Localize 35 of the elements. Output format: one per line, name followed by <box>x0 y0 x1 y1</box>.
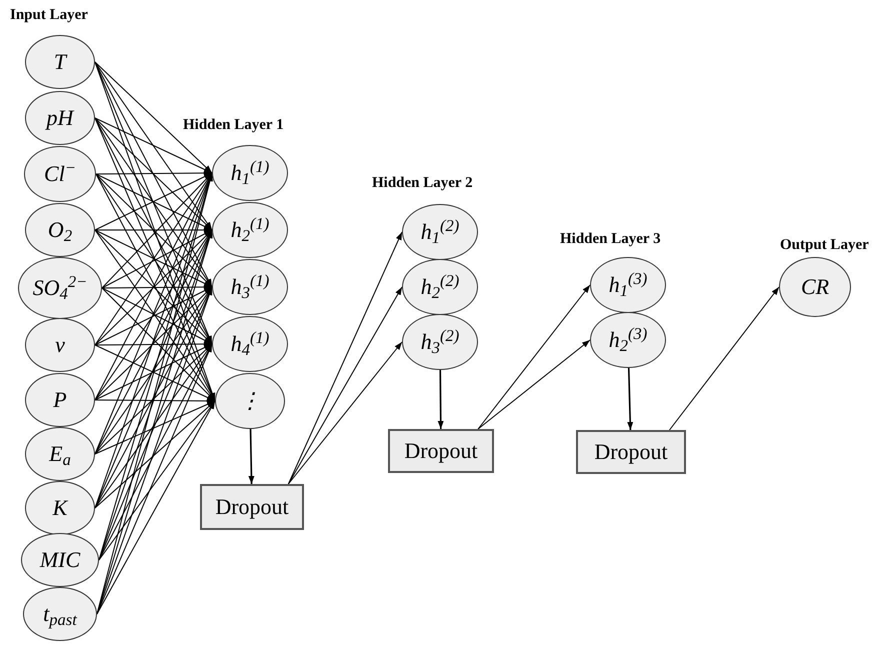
neuron-circle: pH <box>25 91 95 145</box>
arrow <box>627 368 634 430</box>
neuron-circle: ⋮ <box>215 373 285 429</box>
neuron-circle: CR <box>779 257 851 317</box>
arrow <box>96 170 212 176</box>
arrow <box>288 286 402 484</box>
arrow <box>94 118 212 174</box>
arrow <box>669 286 780 430</box>
arrow <box>94 341 212 348</box>
arrow <box>94 62 212 230</box>
neuron-circle: t$_{past}$ <box>23 587 97 641</box>
arrow <box>438 370 444 429</box>
neuron-circle: v <box>25 318 95 372</box>
arrow <box>288 342 402 484</box>
arrow <box>478 284 590 430</box>
arrow <box>94 227 212 233</box>
neuron-circle: T <box>25 35 95 89</box>
neuron-circle: MIC <box>21 533 99 587</box>
dropout-box: Dropout <box>200 484 304 530</box>
arrow <box>96 400 216 614</box>
arrow <box>94 62 212 174</box>
arrow <box>102 284 212 290</box>
arrow <box>94 400 216 454</box>
arrow <box>478 340 590 430</box>
neuron-circle: E$_{a}$ <box>25 427 95 481</box>
arrow <box>288 232 402 484</box>
layer-heading: Hidden Layer 1 <box>183 118 284 133</box>
arrow <box>248 428 254 484</box>
neuron-circle: P <box>25 373 95 427</box>
neuron-circle: O$_{2}$ <box>25 203 95 257</box>
dropout-box: Dropout <box>388 429 494 473</box>
neuron-circle: Cl$^{−}$ <box>24 146 96 202</box>
neuron-circle: K <box>25 481 95 535</box>
dropout-box: Dropout <box>576 430 686 474</box>
arrow <box>94 398 216 404</box>
